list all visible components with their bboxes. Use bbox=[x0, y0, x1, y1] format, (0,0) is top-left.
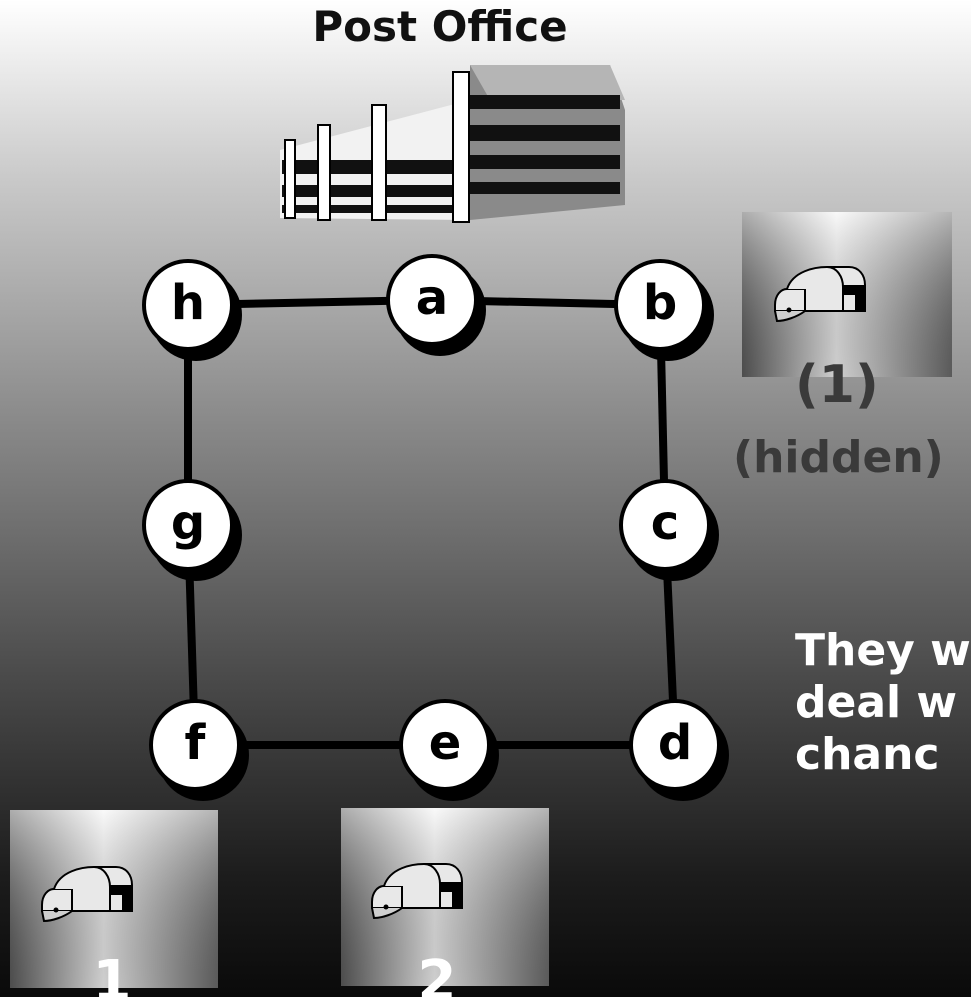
post-office-title: Post Office bbox=[312, 2, 568, 51]
node-label: a bbox=[416, 270, 448, 326]
node-label: b bbox=[643, 275, 677, 331]
node-label: f bbox=[185, 715, 207, 771]
hidden-note: (hidden) bbox=[733, 432, 944, 483]
node-label: h bbox=[171, 275, 205, 331]
mailbox-box-hidden bbox=[742, 212, 952, 377]
mailbox-number-2: 2 bbox=[418, 949, 457, 997]
body-text-line: deal w bbox=[795, 677, 958, 728]
mailbox-box-2: 2 bbox=[341, 808, 549, 997]
network-diagram: h a b c d e f g 1 2 bbox=[10, 65, 952, 997]
node-a: a bbox=[386, 254, 486, 356]
node-b: b bbox=[614, 259, 714, 361]
edges bbox=[184, 296, 679, 749]
node-h: h bbox=[142, 259, 242, 361]
office-building-icon bbox=[280, 65, 625, 223]
node-label: d bbox=[658, 715, 692, 771]
node-label: c bbox=[651, 495, 679, 551]
node-e: e bbox=[399, 699, 499, 801]
node-d: d bbox=[629, 699, 729, 801]
body-text-line: chanc bbox=[795, 729, 940, 780]
mailbox-box-1: 1 bbox=[10, 810, 218, 997]
mailbox-number-1: 1 bbox=[93, 949, 132, 997]
mailbox-label-1: (1) bbox=[795, 355, 879, 415]
body-text-line: They w bbox=[795, 625, 971, 676]
node-label: g bbox=[171, 495, 205, 551]
node-label: e bbox=[429, 715, 462, 771]
node-g: g bbox=[142, 479, 242, 581]
node-c: c bbox=[619, 479, 719, 581]
body-text: They w deal w chanc bbox=[795, 625, 971, 781]
node-f: f bbox=[149, 699, 249, 801]
